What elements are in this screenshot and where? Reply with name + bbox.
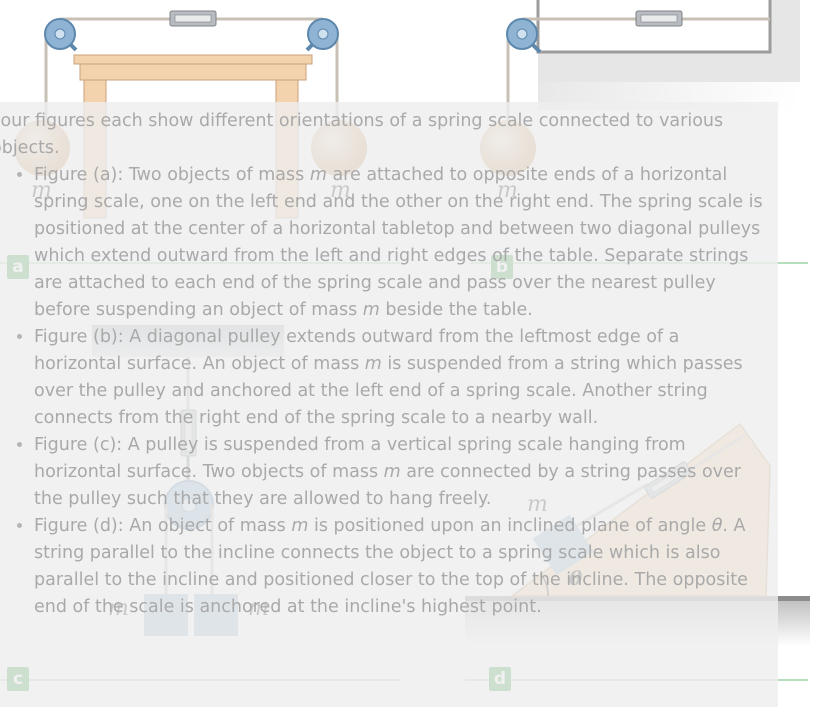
item-c-before: Figure (c): A pulley is suspended from a… [34,435,686,482]
item-d-var2: θ [711,516,723,536]
item-d-var: m [291,516,309,536]
tabletop [73,54,313,65]
item-b-var: m [364,354,382,374]
item-a-var2: m [362,300,380,320]
item-b-after: is suspended from a string which passes … [34,354,743,428]
item-d-after2: . A string parallel to the incline conne… [34,516,748,617]
item-a-before: Figure (a): Two objects of mass [34,165,310,185]
description-item-a: Figure (a): Two objects of mass m are at… [34,162,770,324]
item-a-after: are attached to opposite ends of a horiz… [34,165,763,320]
description-item-b: Figure (b): A diagonal pulley extends ou… [34,324,770,432]
item-d-after: is positioned upon an inclined plane of … [308,516,712,536]
item-b-before: Figure (b): A diagonal pulley extends ou… [34,327,680,374]
description-item-d: Figure (d): An object of mass m is posit… [34,513,770,621]
item-c-after: are connected by a string passes over th… [34,462,741,509]
item-a-var: m [309,165,327,185]
description-intro: Four figures each show different orienta… [0,111,724,158]
item-a-after2: beside the table. [379,300,533,320]
item-c-var: m [383,462,401,482]
description-list: Figure (a): Two objects of mass m are at… [0,162,770,621]
description-item-c: Figure (c): A pulley is suspended from a… [34,432,770,513]
item-d-before: Figure (d): An object of mass [34,516,292,536]
figure-description-overlay: Four figures each show different orienta… [0,102,778,707]
